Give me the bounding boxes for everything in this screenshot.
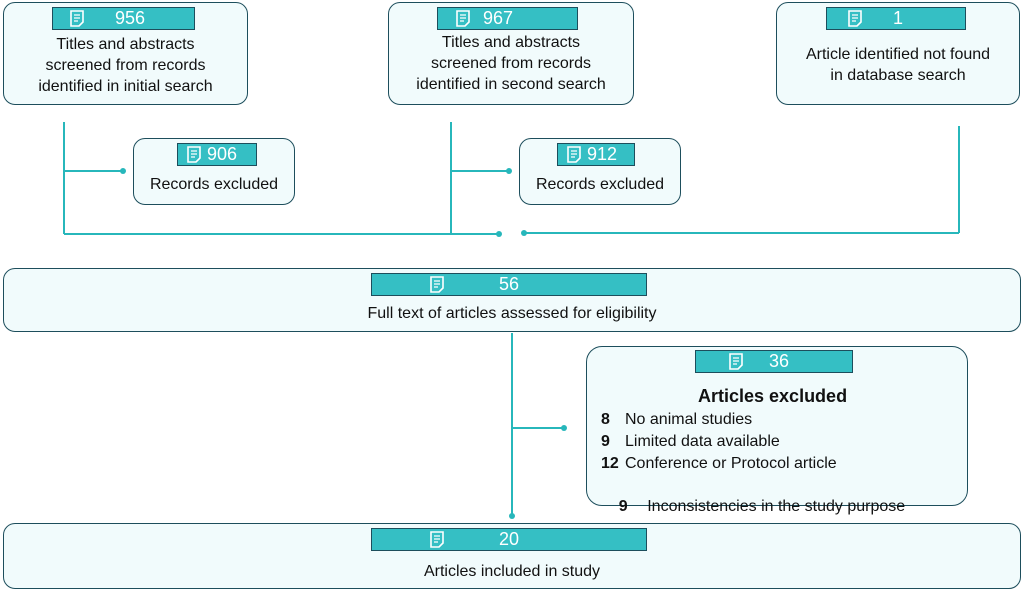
exclusion-label: Limited data available <box>625 433 780 450</box>
exclusion-reason: 12 Conference or Protocol article <box>601 453 837 474</box>
arrow-dot <box>521 230 527 236</box>
arrow-dot <box>120 168 126 174</box>
label-full-text-assessed: Full text of articles assessed for eligi… <box>367 305 657 322</box>
exclusion-label: Conference or Protocol article <box>625 455 837 472</box>
count-badge-records-excluded-1: 906 <box>177 143 257 166</box>
count-articles-included: 20 <box>499 529 520 549</box>
document-icon <box>729 353 743 370</box>
exclusion-reason: 9 Limited data available <box>601 431 780 452</box>
document-icon <box>567 146 581 163</box>
label-records-excluded-2: Records excluded <box>535 176 665 193</box>
exclusion-count: 8 <box>601 411 610 428</box>
document-icon <box>187 146 201 163</box>
arrow-dot <box>561 425 567 431</box>
count-badge-articles-excluded: 36 <box>695 350 853 373</box>
count-initial-search: 956 <box>115 8 146 28</box>
count-badge-articles-included: 20 <box>371 528 647 551</box>
arrow-dot <box>506 168 512 174</box>
document-icon <box>430 531 444 548</box>
document-icon <box>430 276 444 293</box>
exclusion-reason: 8 No animal studies <box>601 409 752 430</box>
exclusion-reason: 9 Inconsistencies in the study purpose <box>601 475 905 538</box>
articles-excluded-title: Articles excluded <box>698 386 848 406</box>
count-second-search: 967 <box>483 8 514 28</box>
count-badge-full-text-assessed: 56 <box>371 273 647 296</box>
count-articles-excluded: 36 <box>769 351 790 371</box>
label-articles-included: Articles included in study <box>423 563 601 580</box>
exclusion-count: 9 <box>618 498 628 515</box>
count-badge-initial-search: 956 <box>52 7 195 30</box>
arrow-dot <box>509 513 515 519</box>
arrow-dot <box>496 231 502 237</box>
count-records-excluded-2: 912 <box>587 144 618 164</box>
label-records-excluded-1: Records excluded <box>149 176 279 193</box>
exclusion-count: 9 <box>601 433 610 450</box>
document-icon <box>70 10 84 27</box>
count-badge-records-excluded-2: 912 <box>557 143 635 166</box>
count-other-source: 1 <box>893 8 904 28</box>
document-icon <box>456 10 470 27</box>
count-records-excluded-1: 906 <box>207 144 238 164</box>
count-badge-other-source: 1 <box>826 7 966 30</box>
exclusion-count: 12 <box>601 455 619 472</box>
document-icon <box>848 10 862 27</box>
exclusion-label: No animal studies <box>625 411 753 428</box>
count-badge-second-search: 967 <box>437 7 578 30</box>
count-full-text-assessed: 56 <box>499 274 520 294</box>
exclusion-label: Inconsistencies in the study purpose <box>642 498 906 515</box>
